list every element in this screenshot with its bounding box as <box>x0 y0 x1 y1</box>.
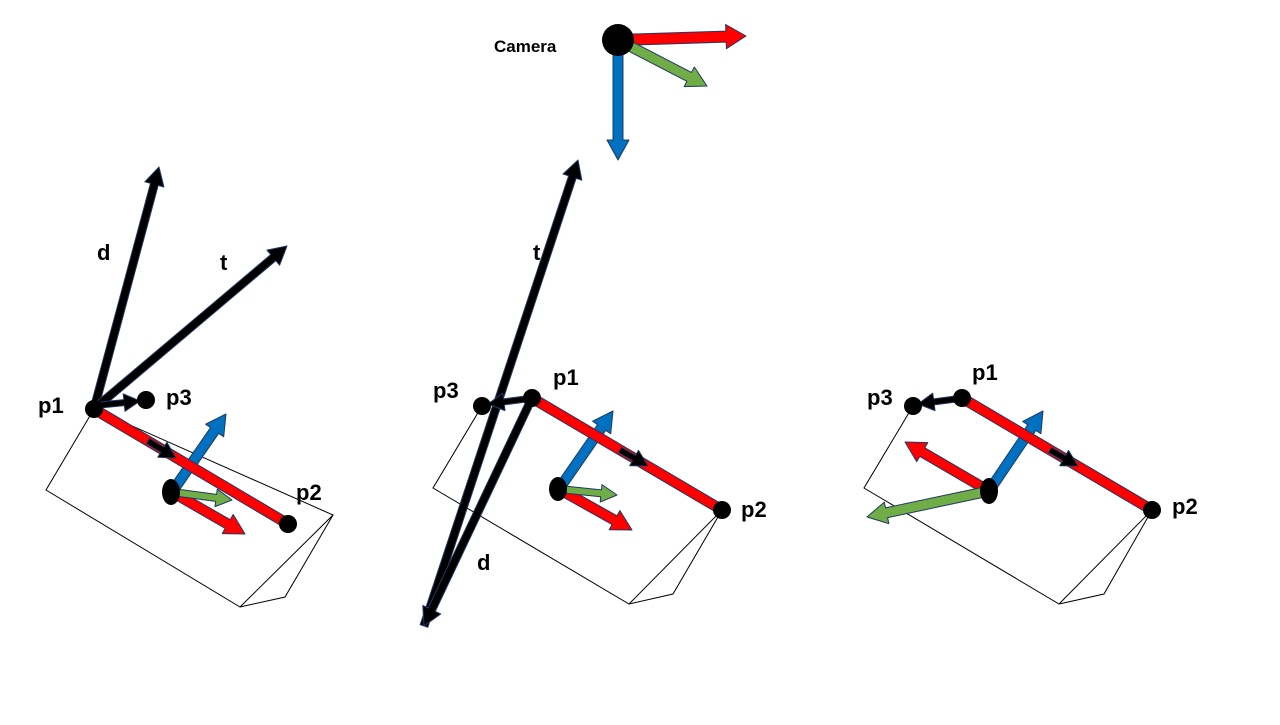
left-p2-point <box>279 515 297 533</box>
left-d-vector <box>89 166 165 411</box>
right-p1-p2-direction-arrow <box>1048 446 1079 467</box>
left-red-edge-bar-shape <box>91 404 291 529</box>
camera-x-axis-arrow-shape <box>617 24 747 50</box>
middle-center-point <box>549 477 567 501</box>
right-center-point <box>980 478 998 504</box>
left-red-edge-bar <box>91 404 291 529</box>
middle-p2-label: p2 <box>741 497 767 522</box>
left-green-center-arrow <box>171 488 233 508</box>
middle-p3-point <box>473 397 491 415</box>
left-p1-p3-direction-arrow-shape <box>99 393 141 412</box>
left-d-label: d <box>97 240 110 265</box>
middle-p1-p3-direction-arrow <box>487 392 527 412</box>
middle-box-front-edge <box>628 509 723 605</box>
right-p1-label: p1 <box>972 360 998 385</box>
left-blue-normal-arrow-shape <box>167 413 227 496</box>
right-p3-point <box>904 397 922 415</box>
left-green-center-arrow-shape <box>171 488 233 508</box>
camera-x-axis-arrow <box>617 24 747 50</box>
right-red-center-arrow <box>904 441 992 496</box>
middle-p3-label: p3 <box>433 378 459 403</box>
right-p1-point <box>953 389 971 407</box>
left-center-point <box>162 479 180 505</box>
right-p1-p3-direction-arrow <box>917 392 957 412</box>
right-panel: p1 p3 p2 <box>863 360 1198 605</box>
left-p1-p2-direction-arrow <box>145 437 177 459</box>
left-blue-normal-arrow <box>167 413 227 496</box>
camera-z-axis-arrow <box>606 39 630 161</box>
right-p1-p3-direction-arrow-shape <box>917 392 957 412</box>
left-p3-label: p3 <box>166 385 192 410</box>
left-t-label: t <box>220 250 228 275</box>
left-p1-point <box>85 400 103 418</box>
camera-label: Camera <box>494 37 557 56</box>
right-box-front-edge <box>1058 509 1153 605</box>
middle-p1-point <box>523 389 541 407</box>
right-p2-point <box>1143 501 1161 519</box>
left-p1-p2-direction-arrow-shape <box>145 437 177 459</box>
left-d-vector-shape <box>89 166 165 411</box>
middle-d-direction-arrow <box>422 395 537 627</box>
middle-d-direction-arrow-shape <box>422 395 537 627</box>
left-p3-point <box>137 391 155 409</box>
right-red-center-arrow-shape <box>904 441 992 496</box>
camera-frame: Camera <box>494 24 747 161</box>
middle-p2-point <box>713 501 731 519</box>
left-box-front-edge <box>239 514 334 608</box>
left-panel: d t p1 p3 p2 <box>38 166 334 608</box>
left-t-vector <box>90 245 288 413</box>
left-p1-label: p1 <box>38 393 64 418</box>
middle-p1-p3-direction-arrow-shape <box>487 392 527 412</box>
middle-t-label: t <box>533 240 541 265</box>
right-p1-p2-direction-arrow-shape <box>1048 446 1079 467</box>
middle-p1-p2-direction-arrow-shape <box>618 446 649 467</box>
right-p2-label: p2 <box>1172 494 1198 519</box>
camera-origin-point <box>602 24 634 56</box>
middle-panel: t d p1 p3 p2 <box>419 159 767 628</box>
right-green-center-arrow <box>866 485 991 525</box>
left-p2-label: p2 <box>296 480 322 505</box>
middle-p1-p2-direction-arrow <box>618 446 649 467</box>
right-green-center-arrow-shape <box>866 485 991 525</box>
middle-p1-label: p1 <box>553 365 579 390</box>
left-p1-p3-direction-arrow <box>99 393 141 412</box>
left-t-vector-shape <box>90 245 288 413</box>
right-p3-label: p3 <box>867 385 893 410</box>
camera-z-axis-arrow-shape <box>606 39 630 161</box>
middle-t-d-axis-vector-shape <box>419 159 583 628</box>
middle-d-label: d <box>477 550 490 575</box>
middle-t-d-axis-vector <box>419 159 583 628</box>
